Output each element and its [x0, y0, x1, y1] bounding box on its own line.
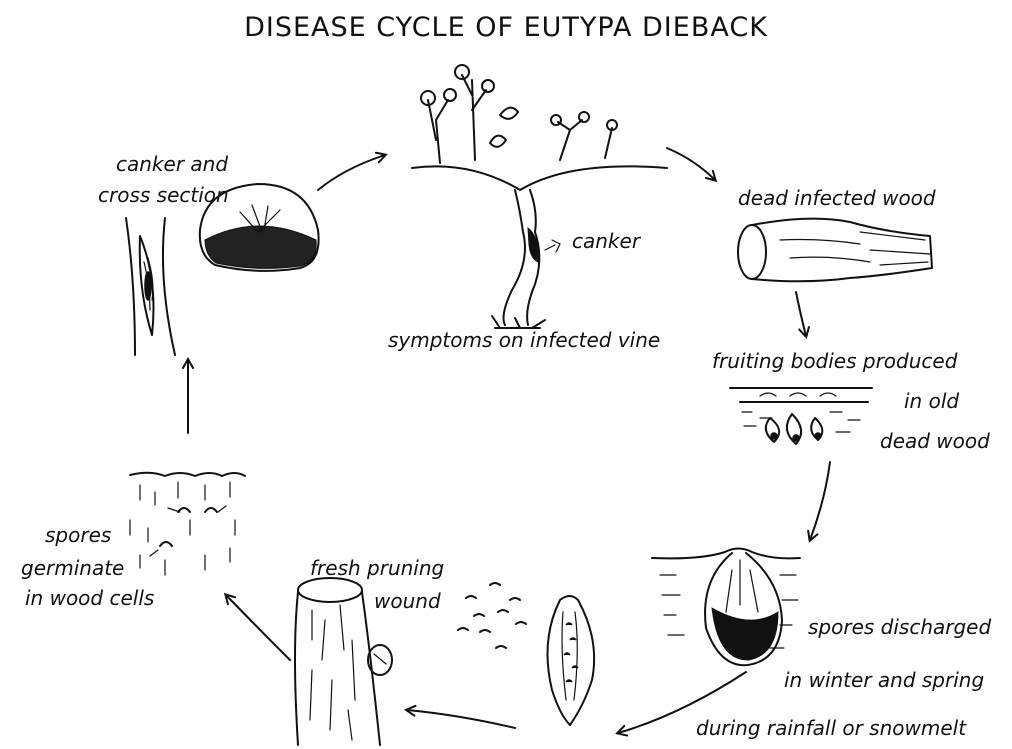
- label-spores: spores: [45, 522, 111, 548]
- fruiting-bodies-icon: [730, 388, 872, 444]
- label-canker-and: canker and: [116, 151, 228, 177]
- label-wound: wound: [374, 588, 441, 614]
- label-cross-section: cross section: [98, 182, 229, 208]
- label-fruiting-bodies: fruiting bodies produced: [712, 348, 957, 374]
- label-symptoms-infected-vine: symptoms on infected vine: [388, 327, 660, 353]
- arrow-canker-to-vine: [318, 155, 385, 190]
- arrow-vine-to-deadwood: [667, 148, 715, 180]
- arrow-ascus-to-wound: [407, 710, 515, 728]
- arrow-deadwood-to-fruiting: [796, 292, 806, 336]
- label-dead-wood: dead wood: [880, 428, 990, 454]
- perithecium-icon: [652, 549, 800, 666]
- label-spores-discharged: spores discharged: [808, 614, 991, 640]
- label-dead-infected-wood: dead infected wood: [738, 185, 936, 211]
- label-in-wood-cells: in wood cells: [25, 585, 154, 611]
- arrow-fruiting-to-perithecium: [810, 462, 830, 540]
- trunk-with-canker-icon: [126, 218, 175, 355]
- label-germinate: germinate: [21, 555, 124, 581]
- dead-wood-log-icon: [738, 219, 932, 282]
- released-spores-icon: [458, 583, 526, 648]
- label-rainfall-snowmelt: during rainfall or snowmelt: [696, 715, 966, 741]
- label-in-old: in old: [904, 388, 959, 414]
- ascus-icon: [548, 596, 595, 725]
- wood-cells-icon: [130, 473, 245, 575]
- label-canker: canker: [572, 228, 640, 254]
- label-fresh-pruning: fresh pruning: [310, 555, 444, 581]
- arrow-wound-to-germination: [226, 595, 290, 660]
- infected-vine-icon: [412, 65, 667, 328]
- label-winter-spring: in winter and spring: [784, 667, 984, 693]
